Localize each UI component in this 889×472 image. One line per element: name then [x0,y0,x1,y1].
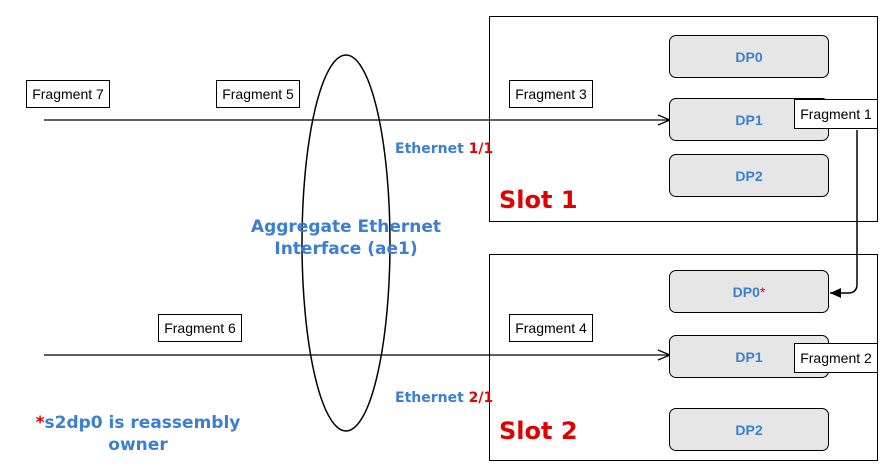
slot2-dp1-label: DP1 [735,348,763,365]
ethernet-2-1-label: Ethernet 2/1 [395,390,493,406]
slot1-dp2-label: DP2 [735,167,763,184]
note-line2: owner [108,435,168,455]
fragment-3-label: Fragment 3 [509,80,593,108]
reassembly-owner-marker: * [759,283,766,300]
fragment-6-label: Fragment 6 [158,314,242,342]
slot2-dp2-label: DP2 [735,421,763,438]
reassembly-arrow [830,130,858,298]
aggregate-ellipse [301,54,391,432]
ethernet-2-number: 2/1 [468,390,494,406]
slot-1-label: Slot 1 [499,186,578,214]
ethernet-2-prefix: Ethernet [395,390,469,406]
slot1-dp1-label: DP1 [735,111,763,128]
ethernet-1-prefix: Ethernet [395,141,469,157]
note-line1: s2dp0 is reassembly [44,413,241,433]
slot2-dp2: DP2 [669,408,829,451]
fragment-2-label: Fragment 2 [794,343,878,373]
ethernet-1-number: 1/1 [468,141,494,157]
fragment-3-text: Fragment 3 [515,86,587,102]
fragment-7-text: Fragment 7 [32,86,104,102]
aggregate-label-line1: Aggregate Ethernet [250,217,442,237]
fragment-1-text: Fragment 1 [800,106,872,122]
fragment-5-text: Fragment 5 [222,86,294,102]
fragment-2-text: Fragment 2 [800,350,872,366]
slot-2-label: Slot 2 [499,417,578,445]
fragment-6-text: Fragment 6 [164,320,236,336]
fragment-1-label: Fragment 1 [794,99,878,129]
slot1-dp0: DP0 [669,35,829,78]
fragment-4-text: Fragment 4 [515,320,587,336]
fragment-5-label: Fragment 5 [216,80,300,108]
slot1-dp0-label: DP0 [735,48,763,65]
slot2-dp0: DP0* [669,270,829,313]
aggregate-interface-label: Aggregate Ethernet Interface (ae1) [240,216,452,260]
slot-2-label-text: Slot 2 [499,417,578,445]
aggregate-label-line2: Interface (ae1) [274,239,418,259]
fragment-4-label: Fragment 4 [509,314,593,342]
slot-1-label-text: Slot 1 [499,186,578,214]
note-marker: * [35,413,45,433]
ethernet-1-1-label: Ethernet 1/1 [395,141,493,157]
slot1-dp2: DP2 [669,154,829,197]
fragment-7-label: Fragment 7 [26,80,110,108]
slot2-dp0-label: DP0 [732,283,760,300]
reassembly-owner-note: *s2dp0 is reassembly owner [30,412,246,456]
